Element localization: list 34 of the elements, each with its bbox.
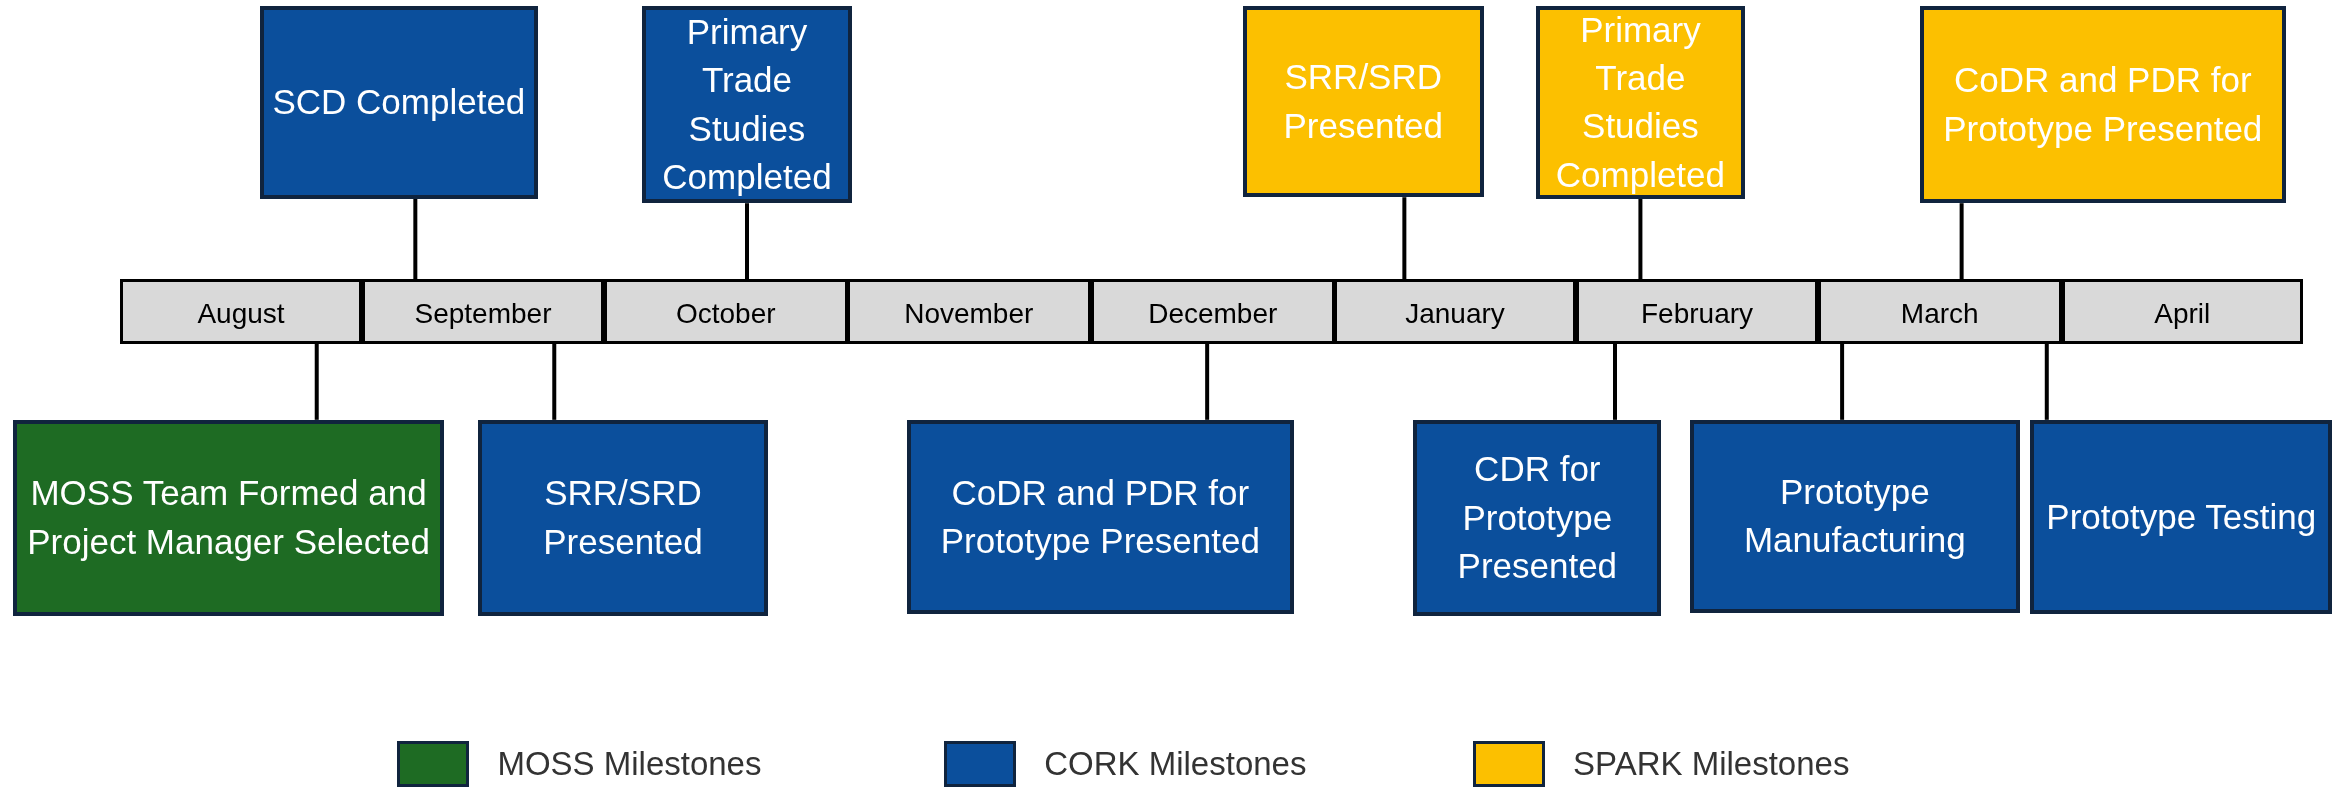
milestone-box: MOSS Team Formed and Project Manager Selected bbox=[13, 419, 444, 616]
milestone-box: Prototype Testing bbox=[2030, 419, 2333, 615]
timeline-segment: October bbox=[604, 279, 848, 344]
milestone-box: SRR/SRD Presented bbox=[478, 419, 768, 616]
connector-line bbox=[745, 203, 749, 280]
timeline-segment: February bbox=[1576, 279, 1818, 344]
connector-line bbox=[1613, 343, 1617, 420]
connector-line bbox=[1840, 343, 1845, 420]
timeline-segment: April bbox=[2062, 279, 2303, 344]
connector-line bbox=[1402, 197, 1407, 280]
milestone-box: Primary Trade Studies Completed bbox=[1535, 5, 1745, 199]
legend-label: SPARK Milestones bbox=[1573, 745, 1850, 783]
timeline-segment: January bbox=[1334, 279, 1576, 344]
milestone-box: CoDR and PDR for Prototype Presented bbox=[1919, 5, 2286, 204]
connector-line bbox=[1205, 343, 1210, 420]
connector-line bbox=[2044, 343, 2049, 420]
milestone-box: Primary Trade Studies Completed bbox=[642, 5, 852, 204]
legend-label: CORK Milestones bbox=[1044, 745, 1307, 783]
legend-label: MOSS Milestones bbox=[497, 745, 762, 783]
timeline-segment: December bbox=[1091, 279, 1335, 344]
connector-line bbox=[413, 198, 418, 280]
milestone-box: Prototype Manufacturing bbox=[1689, 419, 2020, 613]
milestone-box: SCD Completed bbox=[259, 5, 538, 199]
timeline-segment: March bbox=[1818, 279, 2062, 344]
timeline-segment: November bbox=[847, 279, 1091, 344]
milestone-box: SRR/SRD Presented bbox=[1243, 5, 1484, 198]
milestone-box: CDR for Prototype Presented bbox=[1413, 419, 1662, 616]
connector-line bbox=[314, 343, 319, 420]
connector-line bbox=[1638, 198, 1643, 280]
connector-line bbox=[552, 343, 557, 420]
milestone-box: CoDR and PDR for Prototype Presented bbox=[906, 419, 1294, 615]
timeline-segment: September bbox=[362, 279, 604, 344]
timeline-segment: August bbox=[120, 279, 362, 344]
connector-line bbox=[1959, 203, 1964, 280]
